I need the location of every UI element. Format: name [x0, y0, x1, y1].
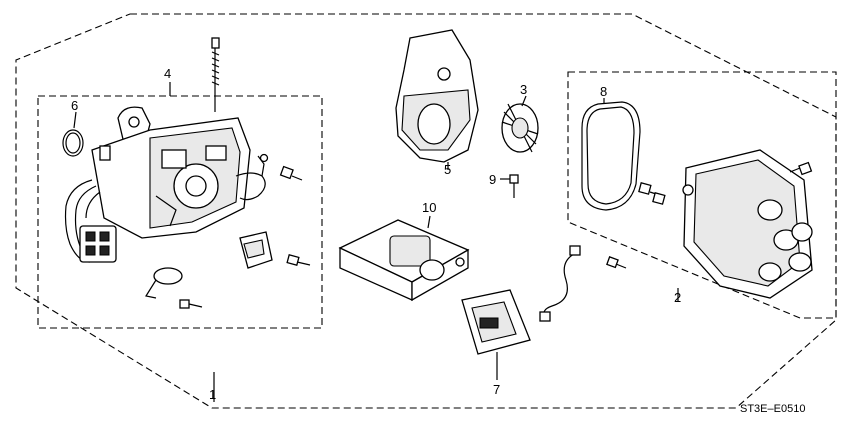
- leader-10: [427, 215, 431, 229]
- screw-bracket: [286, 254, 311, 266]
- rotor: [501, 103, 539, 153]
- callout-4: 4: [164, 66, 171, 81]
- screw-cap-right: [789, 161, 813, 176]
- screw-wire: [606, 256, 627, 269]
- diagram-code: ST3E–E0510: [740, 403, 805, 415]
- callout-1: 1: [209, 387, 216, 402]
- cap-gasket: [581, 101, 641, 211]
- screw-clamp: [179, 299, 203, 309]
- clip-bracket: [239, 231, 273, 269]
- distributor-cap: [682, 149, 813, 299]
- callout-10: 10: [422, 200, 436, 215]
- rotor-screw: [509, 174, 519, 198]
- callout-7: 7: [493, 382, 500, 397]
- subassembly-2-outline: [567, 71, 837, 319]
- callout-9: 9: [489, 172, 496, 187]
- hose-clamp: [145, 267, 183, 299]
- callout-2: 2: [674, 290, 681, 305]
- leader-6: [73, 111, 77, 129]
- leader-3: [521, 95, 527, 107]
- ground-wire: [539, 245, 581, 322]
- ignition-coil: [338, 219, 470, 302]
- callout-5: 5: [444, 162, 451, 177]
- inner-cover: [395, 29, 479, 163]
- igniter-module: [461, 289, 531, 355]
- screw-housing-right: [279, 165, 303, 181]
- o-ring: [62, 129, 84, 157]
- distributor-housing: [64, 37, 269, 263]
- callout-3: 3: [520, 82, 527, 97]
- assembly-outline: [15, 13, 837, 409]
- callout-8: 8: [600, 84, 607, 99]
- screw-cap-left-2: [652, 192, 666, 205]
- subassembly-4-outline: [37, 95, 323, 329]
- callout-6: 6: [71, 98, 78, 113]
